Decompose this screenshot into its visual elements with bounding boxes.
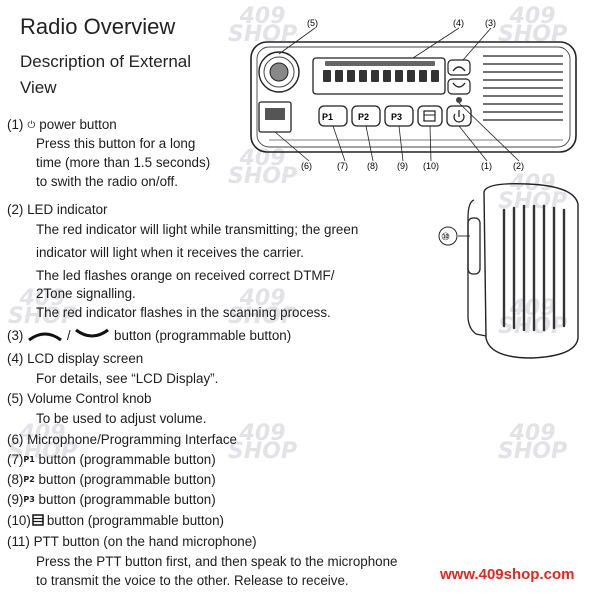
volume-knob-icon xyxy=(258,51,300,93)
callout-3: (3) xyxy=(485,18,496,28)
item-power: (1)⏻power button xyxy=(7,117,117,132)
item-power-desc: time (more than 1.5 seconds) xyxy=(36,155,211,170)
down-arrow-icon xyxy=(75,328,110,338)
up-key-icon xyxy=(447,59,471,76)
item-power-desc: Press this button for a long xyxy=(36,136,196,151)
p3-icon: P3 xyxy=(23,495,35,504)
item-lcd-desc: For details, see “LCD Display”. xyxy=(36,371,219,386)
item-led-desc: indicator will light when it receives th… xyxy=(36,245,304,260)
down-key-icon xyxy=(447,78,471,95)
item-menu: (10)button (programmable button) xyxy=(7,513,224,528)
svg-text:P2: P2 xyxy=(358,112,369,122)
item-p1: (7)P1 button (programmable button) xyxy=(7,452,216,467)
speaker-grille-icon xyxy=(483,55,563,121)
p2-icon: P2 xyxy=(23,475,35,484)
p1-icon: P1 xyxy=(23,455,35,464)
up-arrow-icon xyxy=(28,332,63,342)
item-power-desc: to swith the radio on/off. xyxy=(36,174,178,189)
item-mic-interface: (6) Microphone/Programming Interface xyxy=(7,432,237,447)
item-volume-desc: To be used to adjust volume. xyxy=(36,411,207,426)
item-p2: (8)P2 button (programmable button) xyxy=(7,472,216,487)
menu-icon xyxy=(32,514,44,526)
svg-text:P1: P1 xyxy=(322,112,333,122)
item-volume: (5) Volume Control knob xyxy=(7,391,152,406)
radio-front-panel-diagram: P1 P2 P3 (5) (4) (3) (6) (7) (8) (9) (10… xyxy=(250,18,577,171)
hand-microphone-diagram: ⑩ xyxy=(438,182,579,359)
svg-text:P3: P3 xyxy=(391,112,402,122)
callout-5: (5) xyxy=(307,18,318,28)
page-subtitle: Description of External xyxy=(20,52,192,71)
item-updown: (3) / button (programmable button) xyxy=(7,328,292,343)
item-led-desc: The red indicator will light while trans… xyxy=(36,222,359,237)
callout-1: (1) xyxy=(481,161,492,171)
callout-9: (9) xyxy=(397,161,408,171)
callout-2: (2) xyxy=(513,161,524,171)
callout-4: (4) xyxy=(453,18,464,28)
led-icon xyxy=(456,97,462,103)
item-led-desc: The red indicator flashes in the scannin… xyxy=(36,305,331,320)
menu-key-icon xyxy=(417,105,443,127)
item-led: (2) LED indicator xyxy=(7,202,108,217)
callout-ptt: ⑩ xyxy=(441,232,450,243)
callout-6: (6) xyxy=(301,161,312,171)
item-ptt: (11) PTT button (on the hand microphone) xyxy=(7,534,257,549)
item-led-desc: 2Tone signalling. xyxy=(36,286,136,301)
callout-8: (8) xyxy=(367,161,378,171)
power-icon: ⏻ xyxy=(27,120,36,131)
item-p3: (9)P3 button (programmable button) xyxy=(7,492,216,507)
item-led-desc: The led flashes orange on received corre… xyxy=(36,268,335,283)
item-ptt-desc: to transmit the voice to the other. Rele… xyxy=(36,573,349,588)
callout-10: (10) xyxy=(423,161,439,171)
website-link[interactable]: www.409shop.com xyxy=(440,566,575,583)
item-ptt-desc: Press the PTT button first, and then spe… xyxy=(36,554,398,569)
page-title: Radio Overview xyxy=(20,14,176,39)
callout-7: (7) xyxy=(337,161,348,171)
lcd-screen-icon xyxy=(312,57,446,95)
item-lcd: (4) LCD display screen xyxy=(7,351,144,366)
ptt-key-icon xyxy=(467,217,481,275)
page-subtitle-continued: View xyxy=(20,78,57,97)
